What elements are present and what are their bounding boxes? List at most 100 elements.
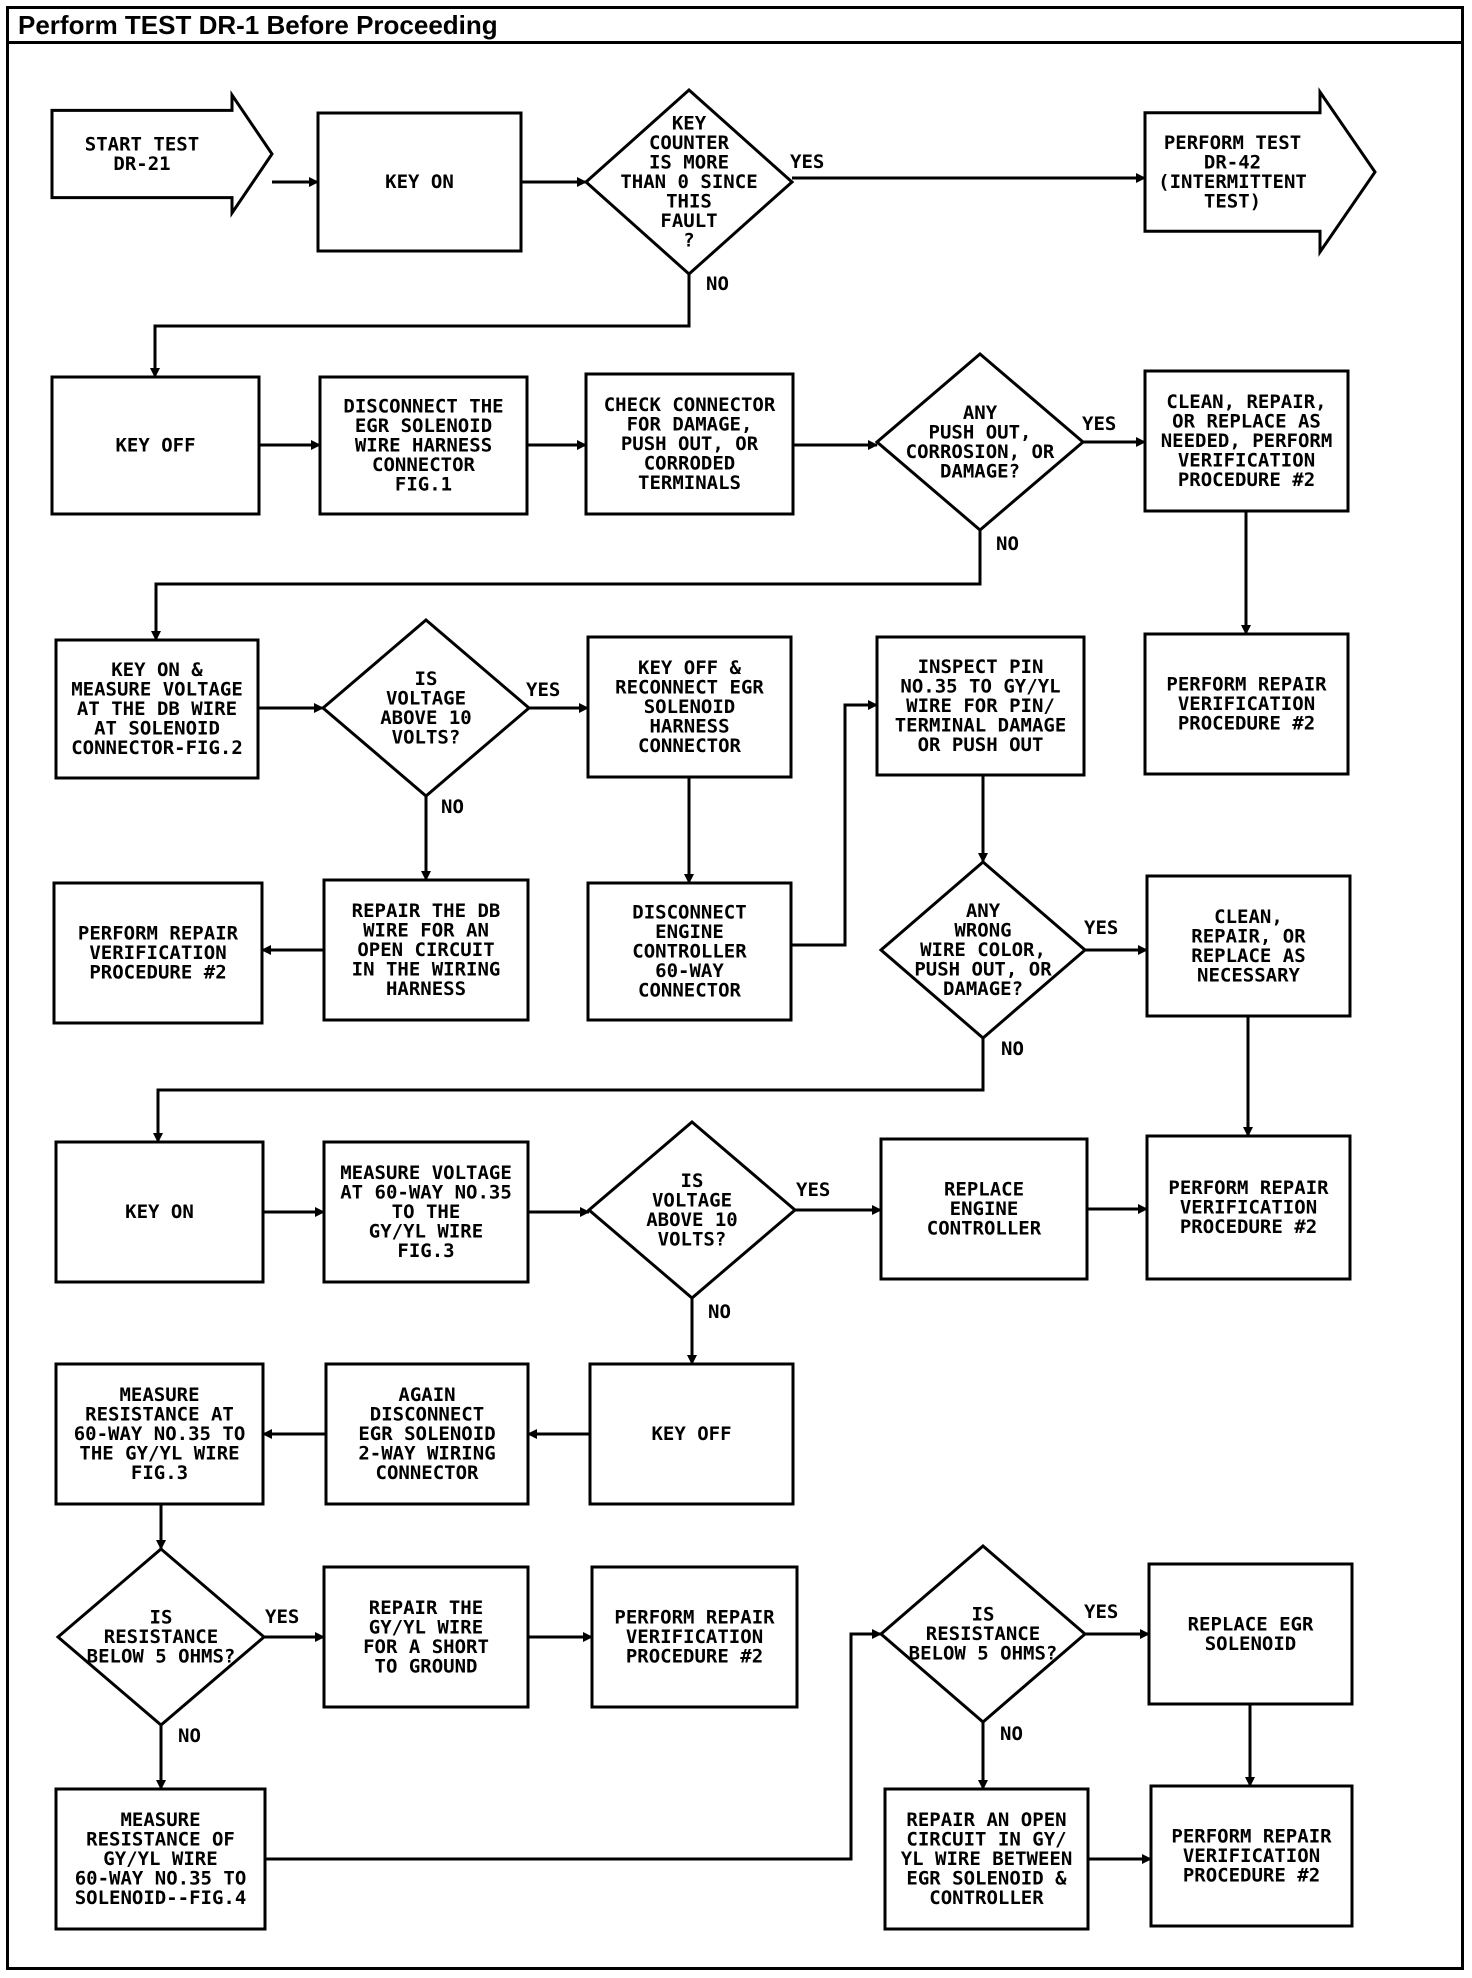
- node-text-line: VERIFICATION: [1178, 693, 1315, 715]
- node-outline: [50, 375, 261, 516]
- node-text-line: SOLENOID: [1205, 1633, 1297, 1655]
- node-text-line: 60-WAY NO.35 TO: [74, 1423, 246, 1445]
- node-outline: [1145, 874, 1352, 1018]
- node-text-line: GY/YL WIRE: [369, 1221, 483, 1243]
- edge-label-yes: YES: [526, 679, 560, 701]
- node-text-line: TEST): [1204, 190, 1261, 212]
- node-text-line: DISCONNECT THE: [343, 396, 503, 418]
- node-text-line: EGR SOLENOID &: [906, 1868, 1067, 1890]
- node-text-line: VERIFICATION: [89, 942, 226, 964]
- node-outline: [879, 1137, 1089, 1281]
- edge-label-yes: YES: [1084, 917, 1118, 939]
- node-text-line: DISCONNECT: [632, 902, 746, 924]
- node-text-line: DR-42: [1204, 151, 1261, 173]
- node-text-line: NECESSARY: [1197, 964, 1301, 986]
- edge-n3-n5: [150, 274, 691, 378]
- node-text-line: WIRE FOR PIN/: [906, 695, 1055, 717]
- edge-label-yes: YES: [790, 151, 824, 173]
- flow-node-box: KEY OFF: [50, 375, 261, 516]
- node-text-line: YL WIRE BETWEEN: [901, 1848, 1073, 1870]
- node-text-line: TERMINAL DAMAGE: [895, 715, 1067, 737]
- node-text-line: KEY ON &: [111, 659, 203, 681]
- node-text-line: IS: [972, 1604, 995, 1626]
- node-text-line: SOLENOID--FIG.4: [75, 1887, 247, 1909]
- node-text-line: TERMINALS: [638, 472, 741, 494]
- node-text-line: FOR A SHORT: [363, 1636, 489, 1658]
- edge-label-yes: YES: [1082, 413, 1116, 435]
- node-text-line: FIG.3: [131, 1462, 188, 1484]
- node-text-line: PROCEDURE #2: [1183, 1865, 1320, 1887]
- node-text-line: ENGINE: [655, 921, 724, 943]
- flow-node-box: KEY OFF: [588, 1362, 795, 1506]
- node-text-line: FAULT: [660, 210, 717, 232]
- node-outline: [590, 1565, 799, 1709]
- node-outline: [878, 1544, 1088, 1724]
- node-text-line: CONTROLLER: [632, 941, 747, 963]
- node-outline: [588, 1362, 795, 1506]
- node-text-line: HARNESS: [649, 716, 729, 738]
- node-text-line: KEY OFF: [115, 435, 195, 457]
- node-text-line: VERIFICATION: [1183, 1845, 1320, 1867]
- edge-label-no: NO: [1000, 1723, 1023, 1745]
- node-text-line: EGR SOLENOID: [355, 415, 492, 437]
- node-text-line: CONTROLLER: [927, 1218, 1042, 1240]
- node-text-line: VOLTS?: [392, 726, 461, 748]
- node-text-line: RESISTANCE: [926, 1623, 1040, 1645]
- node-text-line: THIS: [666, 191, 712, 213]
- node-outline: [54, 1787, 267, 1931]
- node-outline: [322, 878, 530, 1022]
- edge-label-no: NO: [178, 1725, 201, 1747]
- node-outline: [1143, 87, 1377, 257]
- node-text-line: IS: [681, 1170, 704, 1192]
- node-text-line: INSPECT PIN: [918, 656, 1044, 678]
- node-text-line: DAMAGE?: [943, 978, 1023, 1000]
- node-outline: [586, 635, 793, 779]
- node-text-line: ANY: [966, 900, 1001, 922]
- node-text-line: GY/YL WIRE: [103, 1848, 217, 1870]
- node-text-line: PROCEDURE #2: [1180, 1216, 1317, 1238]
- node-text-line: AT 60-WAY NO.35: [340, 1182, 512, 1204]
- node-text-line: KEY ON: [125, 1201, 194, 1223]
- node-outline: [1143, 369, 1350, 513]
- node-outline: [324, 1362, 530, 1506]
- node-text-line: WRONG: [954, 920, 1011, 942]
- node-text-line: REPAIR THE DB: [352, 900, 501, 922]
- node-outline: [583, 87, 795, 277]
- node-text-line: THAN 0 SINCE: [620, 171, 757, 193]
- node-text-line: PROCEDURE #2: [1178, 469, 1315, 491]
- node-text-line: FOR DAMAGE,: [627, 414, 753, 436]
- node-text-line: VERIFICATION: [626, 1626, 763, 1648]
- node-text-line: PUSH OUT, OR: [621, 433, 759, 455]
- edge-label-no: NO: [441, 796, 464, 818]
- node-outline: [1145, 1134, 1352, 1281]
- flow-node-box: DISCONNECTENGINECONTROLLER60-WAYCONNECTO…: [586, 881, 793, 1022]
- node-text-line: PROCEDURE #2: [89, 962, 226, 984]
- edge-label-yes: YES: [1084, 1601, 1118, 1623]
- edge-n17-n13: [791, 700, 878, 947]
- node-outline: [52, 881, 264, 1025]
- node-outline: [320, 618, 532, 798]
- node-text-line: NO.35 TO GY/YL: [900, 676, 1060, 698]
- node-text-line: WIRE COLOR,: [920, 939, 1046, 961]
- node-text-line: FIG.1: [395, 474, 452, 496]
- node-outline: [54, 638, 260, 780]
- node-outline: [878, 860, 1088, 1040]
- edge-n8-n10: [151, 530, 982, 641]
- node-text-line: PERFORM REPAIR: [78, 923, 239, 945]
- node-text-line: WIRE HARNESS: [355, 435, 492, 457]
- edge-label-yes: YES: [265, 1606, 299, 1628]
- page-frame: [6, 6, 1464, 1970]
- node-text-line: REPAIR, OR: [1191, 925, 1306, 947]
- node-text-line: CORROSION, OR: [906, 441, 1055, 463]
- node-outline: [875, 635, 1086, 777]
- node-text-line: BELOW 5 OHMS?: [87, 1646, 236, 1668]
